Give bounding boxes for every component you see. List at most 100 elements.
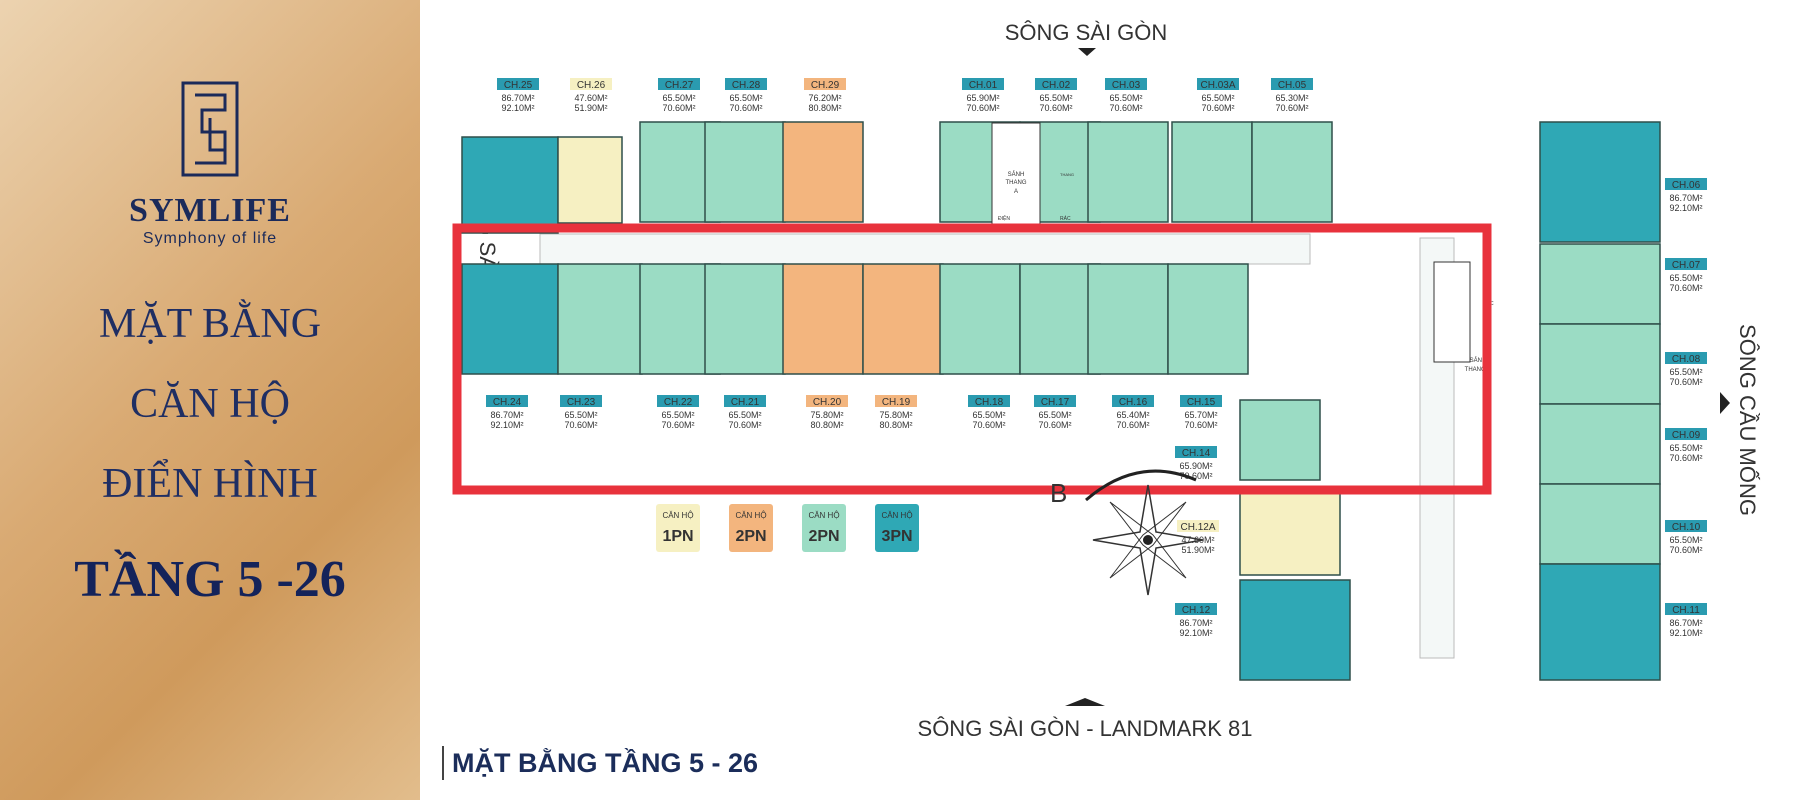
unit-area: 47.60M²: [574, 93, 607, 103]
elevator-core-a: SẢNH THANG A ĐIỆN RÁC THANG: [991, 122, 1074, 226]
unit-code: CH.21: [731, 397, 760, 408]
symlife-logo: [181, 81, 239, 177]
svg-text:ĐIỆN: ĐIỆN: [998, 214, 1010, 222]
unit-tag-bg: [486, 395, 528, 407]
highlight-frame: [452, 223, 1492, 495]
unit-area: 47.60M²: [1181, 535, 1214, 545]
unit-tag-bg: [497, 78, 539, 90]
unit-area: 70.60M²: [662, 103, 695, 113]
apartment-block: [862, 263, 944, 375]
sidebar-heading-line: MẶT BẰNG: [98, 301, 322, 347]
unit-area: 65.50M²: [1038, 410, 1071, 420]
unit-code: CH.03A: [1200, 80, 1235, 91]
unit-area: 86.70M²: [1669, 193, 1702, 203]
unit-area: 65.30M²: [1275, 93, 1308, 103]
unit-tag-bg: [658, 78, 700, 90]
unit-area: 70.60M²: [1669, 377, 1702, 387]
unit-code: CH.15: [1187, 397, 1216, 408]
direction-bottom-label: SÔNG SÀI GÒN - LANDMARK 81: [918, 716, 1253, 741]
legend-swatch: [656, 504, 700, 552]
svg-text:A: A: [1014, 189, 1018, 195]
svg-text:SẢNH: SẢNH: [1470, 357, 1487, 364]
unit-area: 75.80M²: [810, 410, 843, 420]
unit-code: CH.17: [1041, 397, 1070, 408]
svg-text:RÁC: RÁC: [1060, 215, 1071, 222]
unit-tag-bg: [657, 395, 699, 407]
unit-area: 51.90M²: [574, 103, 607, 113]
unit-area: 70.60M²: [966, 103, 999, 113]
unit-code: CH.07: [1672, 260, 1701, 271]
unit-code: CH.24: [493, 397, 522, 408]
unit-area: 70.60M²: [1669, 453, 1702, 463]
unit-code: CH.26: [577, 80, 606, 91]
unit-area: 76.20M²: [808, 93, 841, 103]
unit-tag-bg: [1665, 520, 1707, 532]
svg-text:THANG: THANG: [1060, 172, 1074, 177]
apartment-block: [1539, 483, 1661, 565]
unit-code: CH.12A: [1180, 522, 1215, 533]
unit-code: CH.05: [1278, 80, 1307, 91]
unit-tag-bg: [968, 395, 1010, 407]
plan-title: MẶT BẰNG TẦNG 5 - 26: [442, 746, 758, 780]
unit-tag-bg: [1112, 395, 1154, 407]
unit-tag-bg: [806, 395, 848, 407]
apartment-block: [461, 136, 559, 234]
sidebar-heading-line: CĂN HỘ: [130, 381, 290, 427]
apartment-block: [557, 263, 643, 375]
legend-label: 2PN: [808, 528, 839, 545]
unit-tag-bg: [875, 395, 917, 407]
apartment-block: [1167, 263, 1249, 375]
unit-code: CH.16: [1119, 397, 1148, 408]
unit-area: 65.50M²: [564, 410, 597, 420]
unit-area: 65.90M²: [966, 93, 999, 103]
apartment-block: [782, 121, 864, 223]
unit-tag-bg: [1035, 78, 1077, 90]
legend-label: 3PN: [881, 528, 912, 545]
legend-label: 1PN: [662, 528, 693, 545]
unit-code: CH.06: [1672, 180, 1701, 191]
unit-area: 70.60M²: [1109, 103, 1142, 113]
unit-tag-bg: [962, 78, 1004, 90]
unit-tag-bg: [1177, 520, 1219, 532]
unit-code: CH.27: [665, 80, 694, 91]
unit-area: 86.70M²: [501, 93, 534, 103]
arrow-right-icon: [1720, 392, 1730, 414]
unit-tag-bg: [1665, 428, 1707, 440]
floor-plan: SÔNG SÀI GÒN SÔNG SÀI GÒN - LANDMARK 81 …: [452, 20, 1761, 741]
unit-area: 92.10M²: [1669, 203, 1702, 213]
apartment-block: [1539, 121, 1661, 243]
unit-code: CH.08: [1672, 354, 1701, 365]
apartment-block: [1239, 399, 1321, 481]
unit-area: 65.50M²: [1201, 93, 1234, 103]
unit-code: CH.23: [567, 397, 596, 408]
svg-text:B: B: [1050, 478, 1067, 508]
compass-rose-icon: B: [1050, 469, 1204, 596]
unit-tag-bg: [1034, 395, 1076, 407]
unit-area: 65.50M²: [1669, 535, 1702, 545]
brand-tagline: Symphony of life: [142, 230, 278, 247]
legend-swatch: [729, 504, 773, 552]
svg-text:THANG B: THANG B: [1465, 367, 1492, 373]
direction-top-label: SÔNG SÀI GÒN: [1005, 20, 1168, 45]
legend-caption: CĂN HỘ: [735, 511, 766, 520]
apartment-block: [1087, 121, 1169, 223]
unit-area: 70.60M²: [1179, 471, 1212, 481]
unit-area: 70.60M²: [1275, 103, 1308, 113]
apartment-block: [1019, 263, 1101, 375]
unit-code: CH.12: [1182, 605, 1211, 616]
unit-area: 51.90M²: [1181, 545, 1214, 555]
unit-area: 70.60M²: [1669, 545, 1702, 555]
apartment-block: [461, 263, 559, 375]
unit-code: CH.18: [975, 397, 1004, 408]
unit-tag-bg: [1665, 258, 1707, 270]
unit-area: 70.60M²: [1669, 283, 1702, 293]
unit-area: 75.80M²: [879, 410, 912, 420]
unit-code: CH.02: [1042, 80, 1071, 91]
unit-code: CH.20: [813, 397, 842, 408]
unit-area: 92.10M²: [1179, 628, 1212, 638]
unit-area: 70.60M²: [1201, 103, 1234, 113]
unit-code: CH.03: [1112, 80, 1141, 91]
unit-area: 65.50M²: [728, 410, 761, 420]
unit-tag-bg: [1665, 178, 1707, 190]
